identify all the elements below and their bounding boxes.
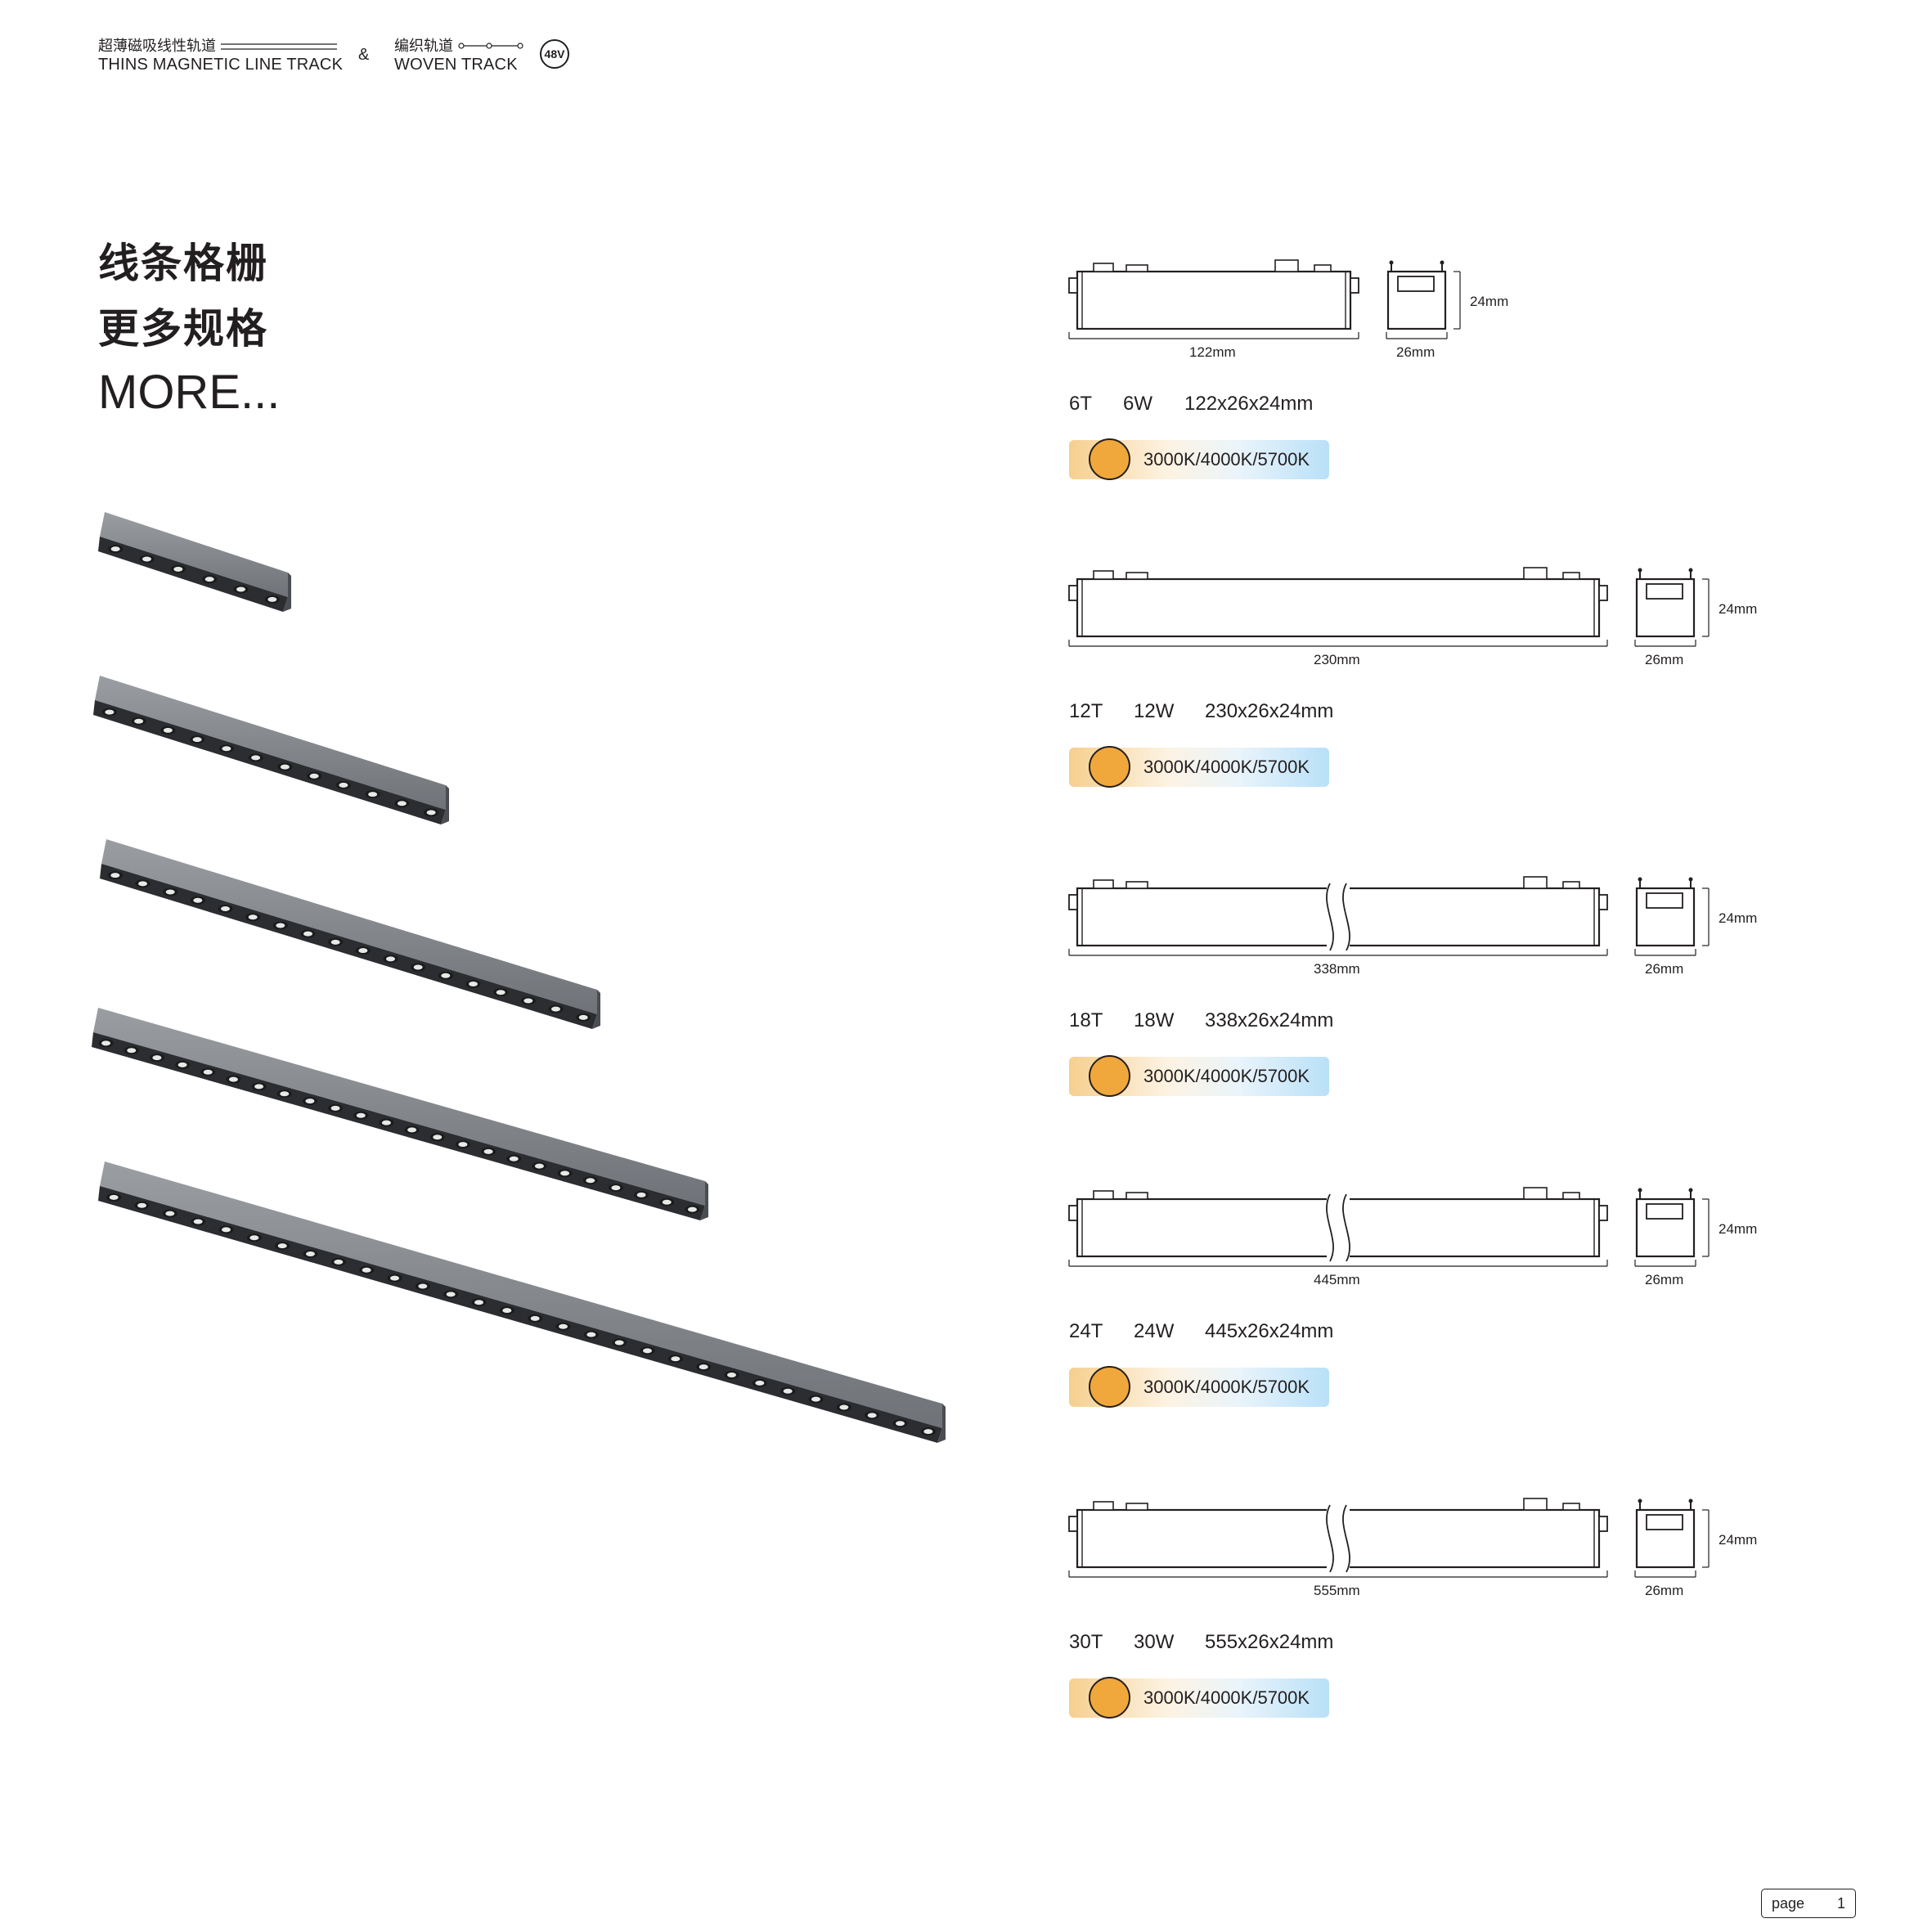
spec-leds: 6T [1069,393,1093,415]
spec-size: 338x26x24mm [1205,1009,1334,1031]
side-view-drawing [1068,1187,1608,1267]
warm-light-icon [1089,1366,1130,1408]
spec-leds: 30T [1069,1631,1103,1653]
spec-size: 230x26x24mm [1205,700,1334,722]
cct-label: 3000K/4000K/5700K [1143,1377,1310,1397]
width-label: 26mm [1645,961,1684,977]
end-view-drawing [1634,1498,1710,1578]
series1-en: THINS MAGNETIC LINE TRACK [98,56,344,74]
title-line-1: 线条格栅 [98,240,268,286]
spec-leds: 12T [1069,700,1103,722]
double-line-icon [221,43,337,50]
spec-power: 6W [1123,393,1152,415]
end-view-drawing [1634,1188,1710,1267]
track-light-render [100,839,600,1029]
page-label: page [1772,1894,1805,1912]
spec-power: 18W [1134,1009,1175,1031]
length-label: 555mm [1314,1583,1360,1598]
cct-label: 3000K/4000K/5700K [1143,757,1310,777]
product-renders [92,512,946,1443]
warm-light-icon [1089,1055,1130,1097]
cct-badge: 3000K/4000K/5700K [1069,1677,1329,1719]
spec-power: 30W [1134,1631,1175,1653]
spec-size: 555x26x24mm [1205,1631,1334,1653]
length-label: 122mm [1189,344,1236,360]
side-view-drawing [1068,259,1359,339]
height-label: 24mm [1470,294,1509,309]
end-view-drawing [1634,568,1710,647]
spec-size: 122x26x24mm [1184,393,1314,415]
page-indicator: page 1 [1761,1889,1856,1918]
side-view-drawing [1068,1498,1608,1578]
end-view-drawing [1634,877,1710,956]
end-view-drawing [1386,260,1461,339]
length-label: 230mm [1314,652,1360,667]
spec-size: 445x26x24mm [1205,1320,1334,1342]
height-label: 24mm [1719,1532,1758,1548]
length-label: 445mm [1314,1272,1360,1287]
width-label: 26mm [1645,652,1684,667]
spec-power: 12W [1134,700,1175,722]
cct-badge: 3000K/4000K/5700K [1069,1055,1329,1097]
cct-label: 3000K/4000K/5700K [1143,1687,1310,1708]
title-line-3: MORE... [98,366,281,419]
width-label: 26mm [1645,1272,1684,1287]
spec-leds: 18T [1069,1009,1103,1031]
series2-en: WOVEN TRACK [394,56,518,74]
side-view-drawing [1068,567,1608,647]
series2-cn: 编织轨道 [394,38,453,54]
woven-line-icon [458,43,523,49]
warm-light-icon [1089,1677,1130,1719]
ampersand: & [358,46,370,64]
cct-label: 3000K/4000K/5700K [1143,1066,1310,1086]
spec-power: 24W [1134,1320,1175,1342]
track-light-render [92,1008,708,1220]
height-label: 24mm [1719,1221,1758,1237]
height-label: 24mm [1719,601,1758,617]
cct-badge: 3000K/4000K/5700K [1069,746,1329,788]
cct-badge: 3000K/4000K/5700K [1069,438,1329,480]
track-light-render [93,676,449,824]
cct-badge: 3000K/4000K/5700K [1069,1366,1329,1408]
side-view-drawing [1068,876,1608,956]
height-label: 24mm [1719,910,1758,926]
spec-leds: 24T [1069,1320,1103,1342]
page-number: 1 [1836,1894,1845,1912]
series1-cn: 超薄磁吸线性轨道 [98,38,216,54]
track-light-render [98,512,291,612]
track-light-render [98,1161,946,1443]
width-label: 26mm [1396,344,1436,360]
title-line-2: 更多规格 [98,306,268,352]
width-label: 26mm [1645,1583,1684,1598]
warm-light-icon [1089,746,1130,788]
warm-light-icon [1089,438,1130,480]
voltage-badge: 48V [540,39,569,69]
cct-label: 3000K/4000K/5700K [1143,449,1310,470]
length-label: 338mm [1314,961,1360,977]
